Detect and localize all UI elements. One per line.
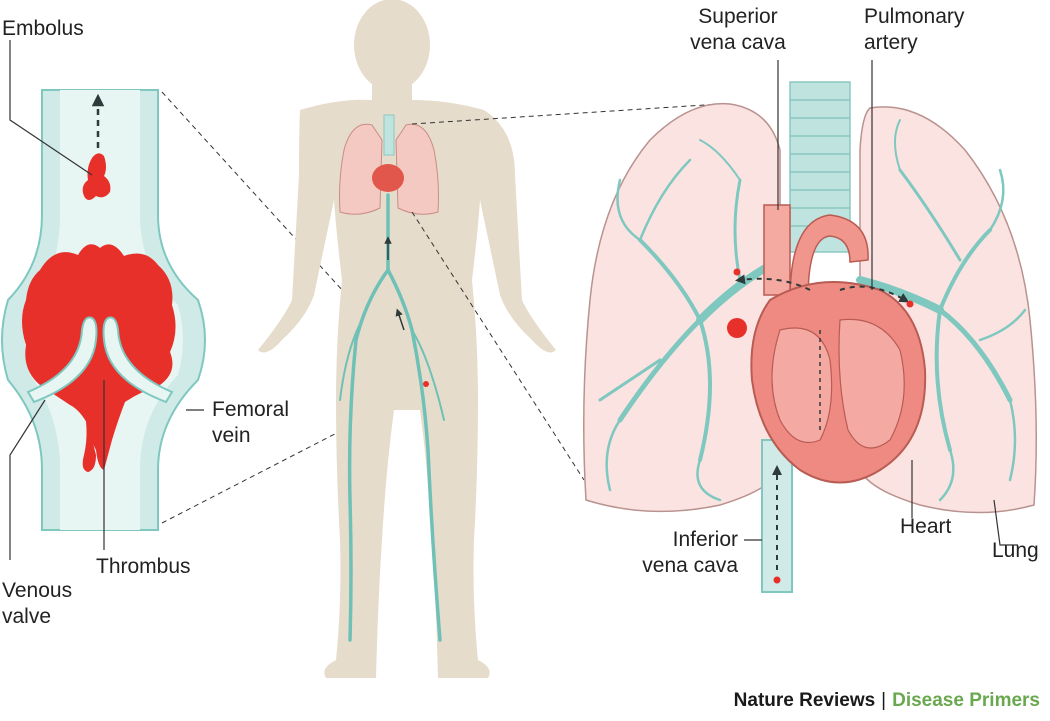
pulmonary-embolus-large xyxy=(727,318,747,338)
label-heart: Heart xyxy=(900,515,952,538)
body-veins xyxy=(339,193,445,642)
label-lung: Lung xyxy=(992,539,1039,562)
credit-publisher: Nature Reviews xyxy=(733,690,876,711)
right-leader-lines xyxy=(744,60,1018,546)
thrombus-tail xyxy=(82,400,96,472)
credit-series: Disease Primers xyxy=(892,690,1040,711)
zoom-lines-right xyxy=(411,103,721,481)
credit-separator: | xyxy=(881,690,887,711)
torso-and-limbs xyxy=(258,99,556,678)
pulmonary-embolus-small-right xyxy=(906,300,914,308)
body-flow-arrow-2 xyxy=(395,308,405,331)
label-pulmonary-artery: Pulmonary artery xyxy=(864,5,965,54)
label-inferior-vena-cava: Inferior vena cava xyxy=(642,528,738,577)
venous-valve-right xyxy=(102,316,174,404)
heart-chamber-left xyxy=(838,318,905,449)
small-lung-left xyxy=(339,123,383,215)
body-silhouette xyxy=(258,0,556,678)
venous-valve-left xyxy=(26,316,98,404)
pulmonary-vessel-tree xyxy=(598,119,1027,502)
heart-chamber-right xyxy=(771,327,833,444)
lungs-heart-closeup xyxy=(583,81,1037,593)
femoral-vein-closeup xyxy=(1,89,206,531)
head xyxy=(354,0,430,91)
ivc-clot-marker xyxy=(773,576,781,584)
aortic-arch xyxy=(789,214,869,301)
pulmonary-flow-arrow-right xyxy=(839,285,910,303)
embolus-leader xyxy=(9,40,93,176)
small-trachea xyxy=(383,114,395,156)
pulmonary-embolus-small-left xyxy=(733,268,741,276)
pulmonary-flow-arrow-left xyxy=(735,274,811,291)
label-superior-vena-cava: Superior vena cava xyxy=(690,5,786,54)
label-venous-valve: Venous valve xyxy=(2,579,73,628)
small-lung-right xyxy=(395,123,439,215)
lung-left xyxy=(583,102,781,513)
label-embolus: Embolus xyxy=(2,17,84,40)
superior-vena-cava-vessel xyxy=(763,204,791,296)
left-leader-lines xyxy=(9,40,204,560)
label-femoral-vein: Femoral vein xyxy=(212,398,290,447)
label-thrombus: Thrombus xyxy=(96,555,191,578)
figure-credit: Nature Reviews|Disease Primers xyxy=(734,690,1040,712)
venous-valve-leader xyxy=(9,399,46,560)
embolus-clot xyxy=(82,153,111,200)
small-heart xyxy=(372,164,404,192)
thrombus-clot xyxy=(22,244,176,470)
lung-leader xyxy=(993,499,1018,546)
clot-location-marker xyxy=(423,381,429,387)
